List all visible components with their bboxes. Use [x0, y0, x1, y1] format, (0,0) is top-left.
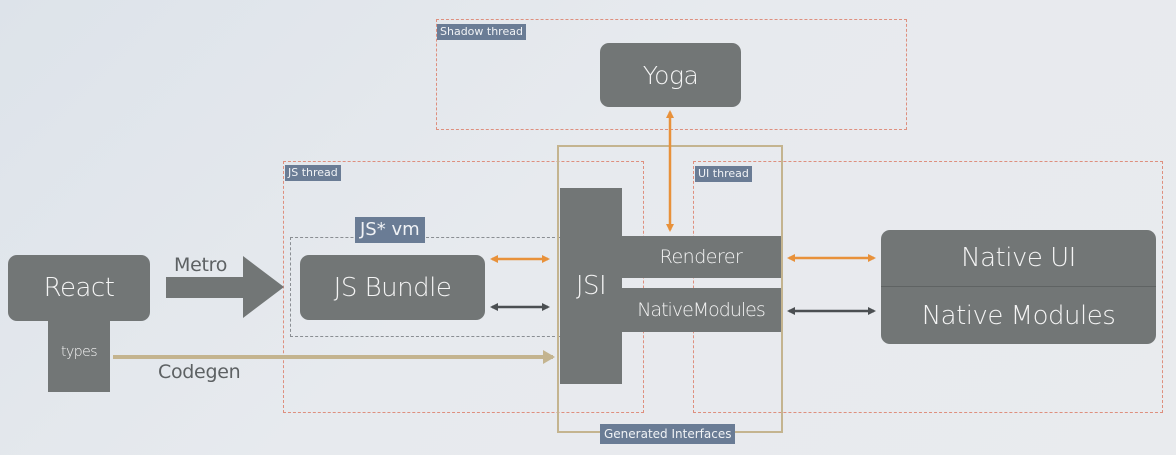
ui-thread-region: [693, 161, 1163, 413]
js-bundle-node: JS Bundle: [300, 255, 485, 320]
yoga-label: Yoga: [642, 60, 699, 90]
codegen-label: Codegen: [158, 361, 241, 383]
generated-interfaces-label: Generated Interfaces: [600, 424, 736, 444]
js-thread-label: JS thread: [285, 165, 341, 181]
native-modules-cell: Native Modules: [881, 287, 1156, 344]
native-ui-label: Native UI: [961, 243, 1076, 273]
js-vm-label: JS* vm: [355, 217, 425, 243]
native-ui-cell: Native UI: [881, 230, 1156, 287]
native-modules-bridge-node: NativeModules: [621, 288, 781, 332]
yoga-node: Yoga: [600, 43, 741, 107]
metro-label: Metro: [174, 254, 228, 276]
native-modules-label: Native Modules: [921, 300, 1116, 331]
ui-thread-label: UI thread: [695, 166, 752, 182]
types-label: types: [60, 344, 98, 360]
js-bundle-label: JS Bundle: [333, 272, 452, 303]
jsi-label: JSI: [575, 271, 607, 301]
native-modules-bridge-label: NativeModules: [637, 299, 766, 321]
js-vm-region: [290, 237, 560, 337]
shadow-thread-label: Shadow thread: [437, 24, 526, 40]
react-node: React: [8, 255, 150, 321]
renderer-label: Renderer: [659, 246, 743, 268]
native-node: Native UI Native Modules: [881, 230, 1156, 344]
jsi-node: JSI: [560, 188, 622, 384]
renderer-node: Renderer: [621, 236, 781, 278]
react-label: React: [43, 273, 115, 303]
